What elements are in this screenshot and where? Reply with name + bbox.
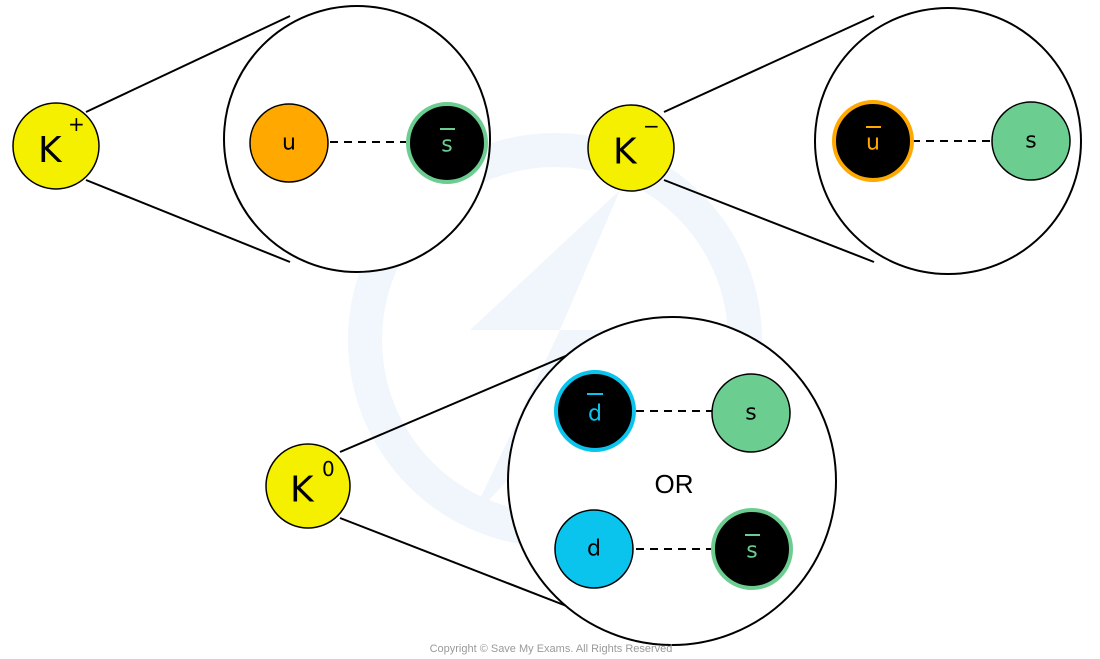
zoom-circle: [223, 5, 491, 273]
anti-up-label: u: [866, 131, 880, 156]
zoom-line-bottom: [663, 179, 875, 263]
copyright-footer: Copyright © Save My Exams. All Rights Re…: [430, 643, 673, 655]
zoom-line-top: [663, 15, 875, 113]
up-quark-label: u: [282, 131, 296, 156]
anti-strange-label: s: [746, 539, 757, 564]
k-minus-symbol: K: [613, 132, 638, 173]
anti-strange-quark: [711, 508, 793, 590]
k-plus-charge: +: [68, 112, 85, 136]
or-label: OR: [655, 469, 694, 499]
k-plus-symbol: K: [38, 130, 63, 171]
zoom-line-top: [339, 348, 583, 453]
k-zero-particle: [265, 443, 351, 529]
k-plus-group: K + u s: [12, 5, 491, 273]
anti-down-label: d: [588, 402, 602, 427]
k-minus-charge: −: [643, 114, 660, 138]
k-zero-group: K 0 d s OR d s: [265, 316, 837, 646]
anti-strange-quark: [406, 102, 488, 184]
down-quark-label: d: [587, 537, 601, 562]
up-quark: [249, 103, 329, 183]
anti-up-quark: [832, 100, 914, 182]
k-zero-symbol: K: [290, 470, 315, 511]
zoom-line-bottom: [339, 517, 583, 613]
strange-quark-label: s: [745, 401, 756, 426]
strange-quark: [991, 101, 1071, 181]
strange-quark-label: s: [1025, 129, 1036, 154]
zoom-line-bottom: [85, 179, 291, 263]
anti-down-quark: [554, 370, 636, 452]
strange-quark: [711, 373, 791, 453]
k-minus-particle: [587, 104, 675, 192]
zoom-line-top: [85, 15, 291, 113]
anti-strange-label: s: [441, 133, 452, 158]
k-minus-group: K − u s: [587, 7, 1082, 275]
k-zero-charge: 0: [322, 457, 335, 481]
k-plus-particle: [12, 102, 100, 190]
down-quark: [554, 509, 634, 589]
